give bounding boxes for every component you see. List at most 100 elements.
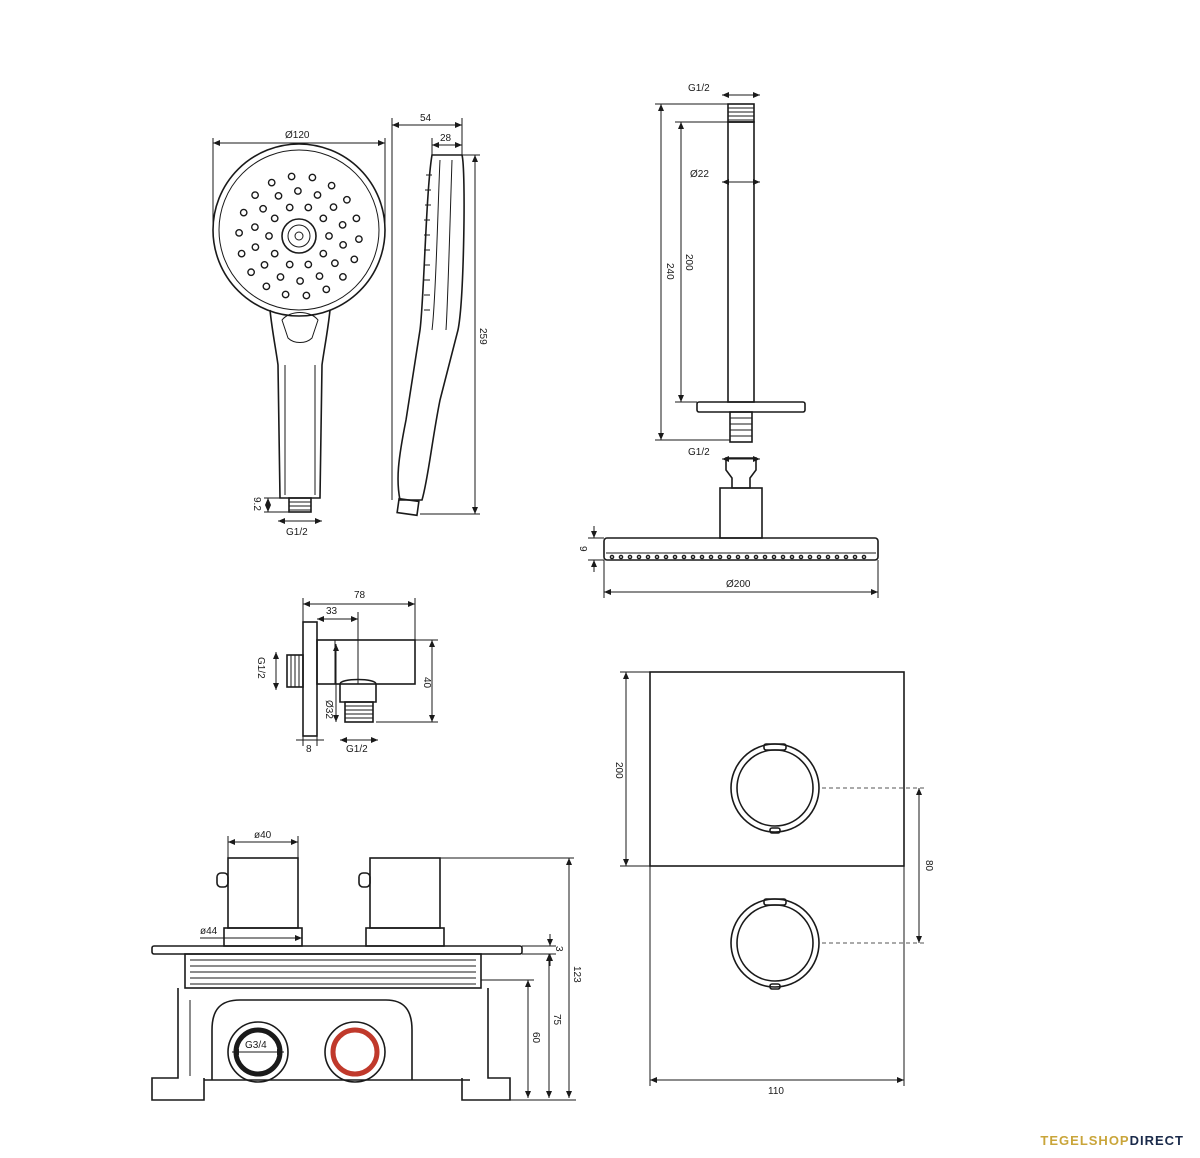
nozzle xyxy=(329,203,338,212)
knob-diameter-label: ø40 xyxy=(254,830,272,841)
nozzle xyxy=(315,272,324,280)
nozzle xyxy=(260,260,269,269)
brand-part1: TEGELSHOP xyxy=(1040,1133,1130,1148)
shower-arm-dimensions: G1/2 240 200 Ø22 G1/2 9 Ø200 xyxy=(577,83,879,598)
cover-plate xyxy=(649,671,905,990)
rosette-diameter-label: ø44 xyxy=(200,926,218,937)
outlet-thread-bottom-label: G1/2 xyxy=(346,744,368,755)
head-nozzle xyxy=(789,554,795,560)
connection-height-label: 60 xyxy=(530,1032,541,1044)
nozzle xyxy=(293,187,302,195)
head-nozzle xyxy=(654,554,660,560)
arm-tube-length-label: 200 xyxy=(683,254,694,271)
nozzle xyxy=(302,291,311,300)
nozzle xyxy=(338,272,347,281)
head-nozzle xyxy=(708,554,714,560)
head-nozzle xyxy=(645,554,651,560)
nozzle xyxy=(313,191,322,199)
wall-outlet-dimensions: 78 33 G1/2 40 Ø32 8 G1/2 xyxy=(255,590,438,755)
brand-logo: TEGELSHOPDIRECT xyxy=(1040,1133,1184,1148)
arm-thread-top-label: G1/2 xyxy=(688,83,710,94)
nozzle xyxy=(304,260,313,269)
nozzle xyxy=(270,249,279,258)
shower-arm xyxy=(603,103,879,561)
head-nozzle xyxy=(609,554,615,560)
nozzle xyxy=(247,268,256,277)
hand-shower-thread-height-label: 9.2 xyxy=(251,497,262,511)
nozzle xyxy=(274,191,283,200)
head-nozzle xyxy=(762,554,768,560)
hand-shower-diameter-label: Ø120 xyxy=(285,130,310,141)
head-nozzle xyxy=(744,554,750,560)
head-diameter-label: Ø200 xyxy=(726,579,751,590)
shower-head-nozzles xyxy=(609,554,867,560)
nozzle xyxy=(304,203,313,212)
nozzle xyxy=(237,249,246,258)
head-nozzle xyxy=(825,554,831,560)
plate-thickness-label: 3 xyxy=(553,946,564,952)
nozzle xyxy=(281,290,290,299)
hand-shower-side-dimensions: 54 28 259 xyxy=(391,113,488,515)
nozzle xyxy=(308,173,317,182)
outlet-overall-label: 78 xyxy=(354,590,366,601)
nozzle xyxy=(354,235,363,244)
hand-shower-front xyxy=(212,143,386,513)
hot-connection-ring xyxy=(330,1027,380,1077)
hand-shower-thread-label: G1/2 xyxy=(286,527,308,538)
total-height-label: 123 xyxy=(571,966,582,983)
nozzle xyxy=(276,273,285,281)
cover-width-label: 110 xyxy=(768,1086,784,1097)
outlet-thread-label: G1/2 xyxy=(255,657,266,679)
head-nozzle xyxy=(618,554,624,560)
mixer-box-dimensions: ø40 ø44 3 123 75 60 G3/4 xyxy=(200,830,582,1101)
nozzle xyxy=(342,195,351,204)
mixer-box xyxy=(151,857,523,1101)
cover-height-label: 200 xyxy=(613,762,624,779)
outlet-height-label: 40 xyxy=(421,677,432,689)
nozzle xyxy=(285,260,294,269)
arm-overall-length-label: 240 xyxy=(664,263,675,280)
arm-tube-diameter-label: Ø22 xyxy=(690,169,709,180)
head-nozzle xyxy=(807,554,813,560)
arm-thread-bottom-label: G1/2 xyxy=(688,447,710,458)
outlet-plate-label: 8 xyxy=(306,744,312,755)
hand-shower-depth-label: 54 xyxy=(420,113,432,124)
nozzle xyxy=(239,208,248,217)
hand-shower-head-depth-label: 28 xyxy=(440,133,452,144)
head-nozzle xyxy=(699,554,705,560)
head-nozzle xyxy=(861,554,867,560)
outlet-offset-label: 33 xyxy=(326,606,338,617)
nozzle xyxy=(322,285,331,294)
nozzle xyxy=(287,172,296,181)
head-nozzle xyxy=(816,554,822,560)
head-nozzle xyxy=(672,554,678,560)
head-nozzle xyxy=(690,554,696,560)
nozzle xyxy=(262,282,271,291)
nozzle xyxy=(352,214,361,223)
wall-outlet xyxy=(286,621,416,737)
nozzle xyxy=(319,214,328,223)
head-nozzle xyxy=(735,554,741,560)
nozzle xyxy=(251,243,260,252)
outlet-diameter-label: Ø32 xyxy=(323,700,334,719)
head-nozzle xyxy=(843,554,849,560)
hand-shower-dimensions: Ø120 9.2 G1/2 xyxy=(212,130,386,538)
nozzle xyxy=(270,214,279,223)
nozzle xyxy=(350,255,359,264)
nozzle xyxy=(296,277,304,285)
cover-plate-dimensions: 80 200 110 xyxy=(613,671,934,1097)
hand-shower-length-label: 259 xyxy=(477,328,488,345)
nozzle xyxy=(259,204,267,213)
head-nozzle xyxy=(726,554,732,560)
nozzle-pattern xyxy=(235,172,363,300)
head-nozzle xyxy=(753,554,759,560)
nozzle xyxy=(327,181,336,190)
nozzle xyxy=(285,203,294,212)
connection-label: G3/4 xyxy=(245,1040,267,1051)
brand-part2: DIRECT xyxy=(1129,1133,1184,1148)
head-nozzle xyxy=(780,554,786,560)
nozzle xyxy=(319,249,328,258)
nozzle xyxy=(339,240,347,249)
head-nozzle xyxy=(834,554,840,560)
